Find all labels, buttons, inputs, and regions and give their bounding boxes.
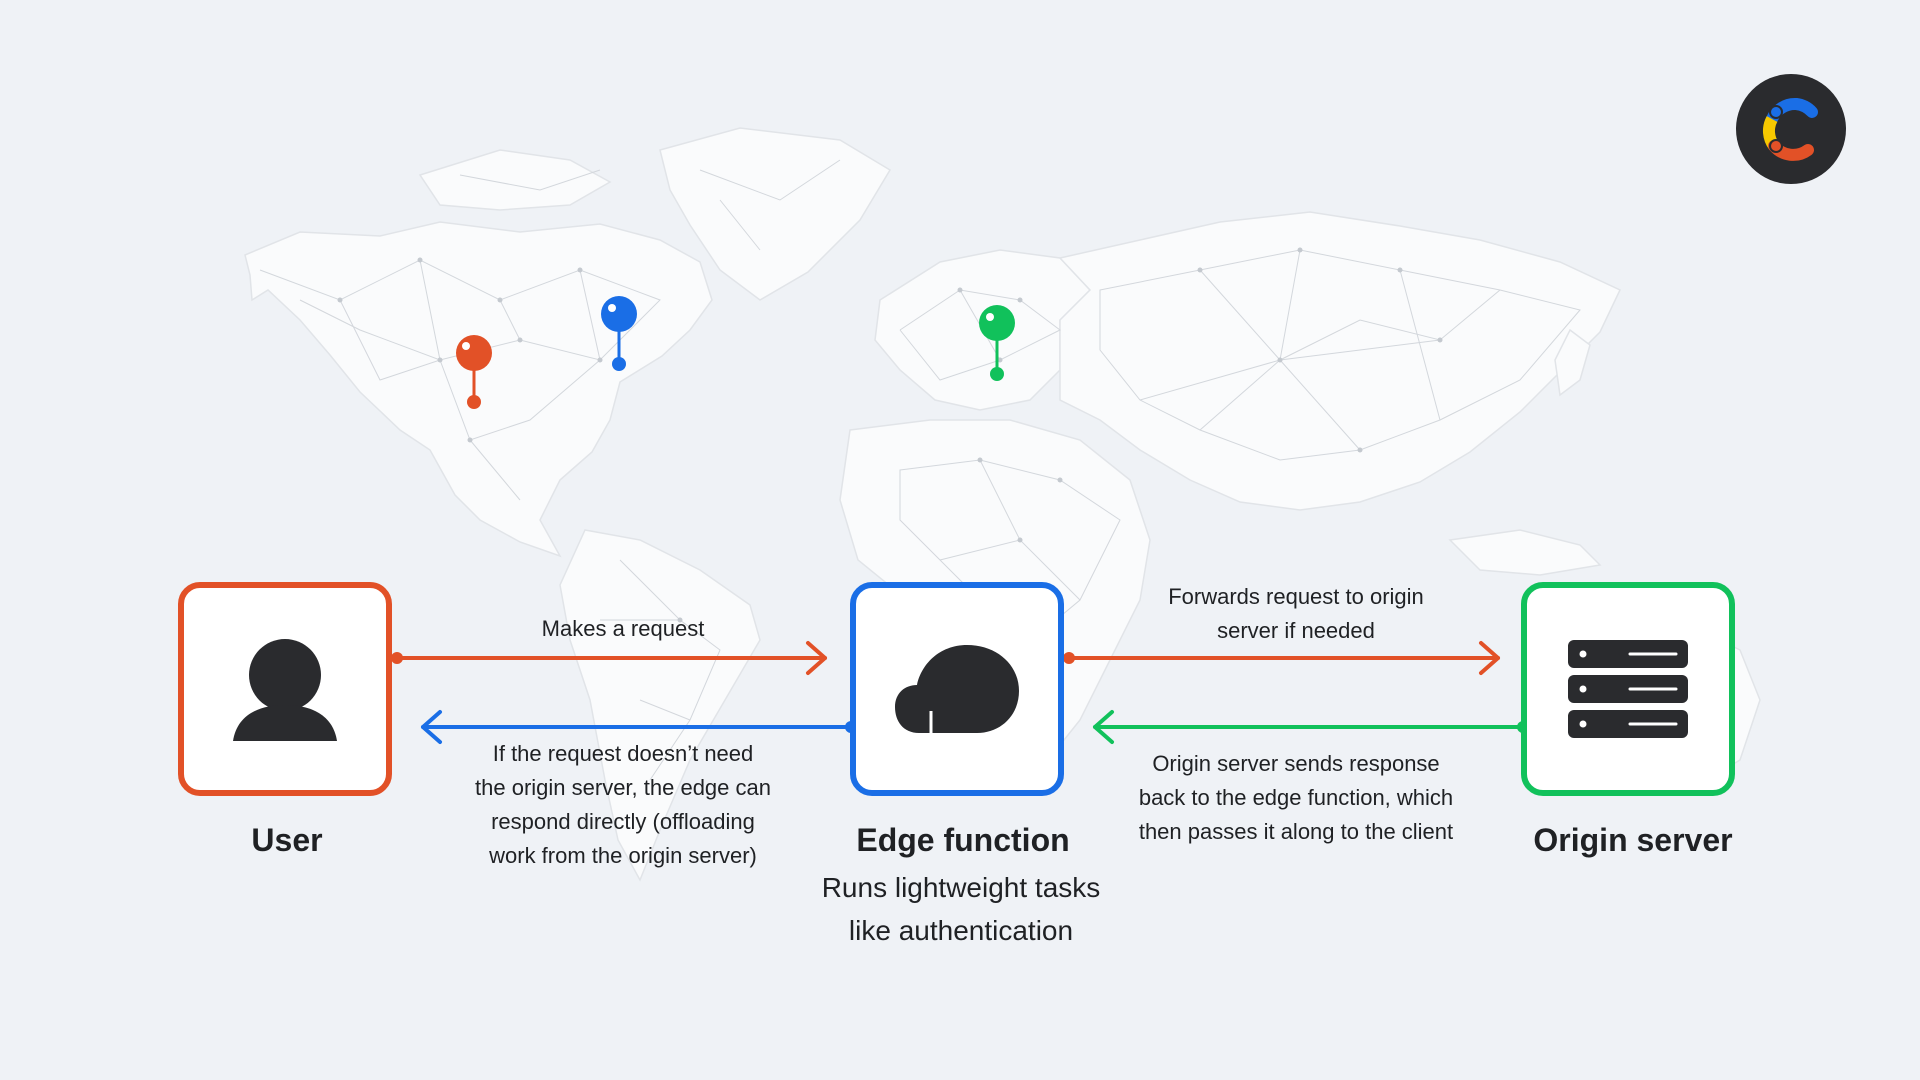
arrow-makes-request [391,641,827,675]
direct-response-label-line2: the origin server, the edge can [475,775,771,800]
world-map-network-dots [337,247,1683,753]
user-node [178,582,392,796]
map-pin-green [979,305,1015,381]
edge-function-node-title: Edge function [856,822,1070,858]
server-rack-icon [1568,640,1688,738]
edge-function-node [850,582,1064,796]
origin-response-label-line2: back to the edge function, which [1138,785,1454,810]
origin-response-label-line3: then passes it along to the client [1138,819,1454,844]
edge-function-subtitle-line1: Runs lightweight tasks [821,872,1101,903]
user-node-title: User [251,822,323,858]
brand-c-logo-icon [1736,74,1846,184]
direct-response-label-line1: If the request doesn’t need [492,741,754,766]
direct-response-label-line3: respond directly (offloading [491,809,755,834]
map-pin-blue [601,296,637,371]
direct-response-label-line4: work from the origin server) [489,843,757,868]
forward-label-line2: server if needed [1217,618,1375,643]
forward-label-line1: Forwards request to origin [1168,584,1424,609]
map-pin-orange [456,335,492,409]
cloud-icon [895,645,1019,733]
person-icon [233,639,337,741]
origin-server-node [1521,582,1735,796]
origin-server-node-title: Origin server [1533,822,1733,858]
origin-response-label-line1: Origin server sends response [1152,751,1440,776]
arrow-origin-response [1093,710,1529,744]
edge-function-subtitle-line2: like authentication [848,915,1074,946]
request-label: Makes a request [541,616,705,641]
arrow-forward-to-origin [1063,641,1500,675]
